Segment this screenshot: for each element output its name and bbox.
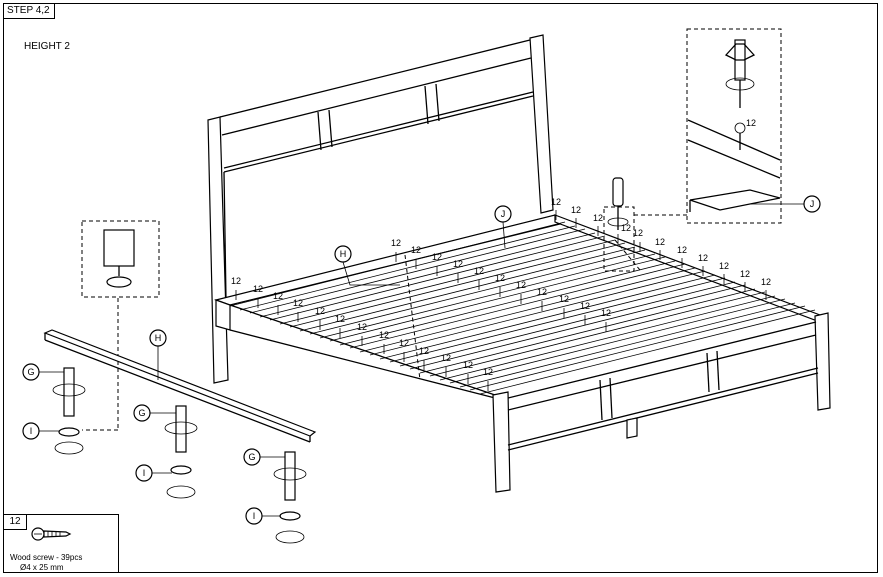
legend-dimensions: Ø4 x 25 mm [20,563,64,572]
svg-text:12: 12 [379,330,389,340]
svg-text:12: 12 [571,205,581,215]
svg-text:12: 12 [463,360,473,370]
callout-h-rail: H [149,329,167,380]
callout-i-2: I [135,464,172,482]
svg-text:12: 12 [559,294,569,304]
callout-i-3: I [245,507,281,525]
svg-text:12: 12 [315,306,325,316]
svg-text:H: H [155,333,162,343]
svg-text:12: 12 [441,353,451,363]
svg-text:12: 12 [483,367,493,377]
svg-text:G: G [248,452,255,462]
hardware-legend: 12 Wood screw - 39pcs Ø4 x 25 mm [3,514,119,573]
callout-g-3: G [243,448,285,466]
svg-text:12: 12 [740,269,750,279]
svg-text:12: 12 [719,261,729,271]
callout-g-1: G [22,363,64,381]
svg-text:12: 12 [357,322,367,332]
callout-j-bed: J [494,205,512,249]
svg-text:12: 12 [419,346,429,356]
svg-text:12: 12 [761,277,771,287]
svg-text:12: 12 [551,197,561,207]
svg-text:I: I [143,468,146,478]
svg-text:G: G [138,408,145,418]
slat-screws [235,210,767,391]
detail-marker-right [603,206,635,272]
svg-text:12: 12 [399,338,409,348]
svg-text:J: J [501,209,506,219]
svg-text:12: 12 [293,298,303,308]
svg-text:12: 12 [601,308,611,318]
svg-text:12: 12 [677,245,687,255]
svg-text:12: 12 [516,280,526,290]
svg-text:12: 12 [432,252,442,262]
height-label: HEIGHT 2 [24,41,70,52]
svg-text:12: 12 [495,273,505,283]
svg-text:I: I [253,511,256,521]
svg-text:J: J [810,199,815,209]
svg-text:12: 12 [253,284,263,294]
legend-id: 12 [4,515,27,530]
bed-frame [213,214,831,493]
callout-g-2: G [133,404,176,422]
slats [229,221,816,395]
svg-text:12: 12 [231,276,241,286]
callout-h-bed: H [334,245,400,286]
svg-text:12: 12 [580,301,590,311]
svg-text:12: 12 [698,253,708,263]
svg-text:12: 12 [273,291,283,301]
svg-text:12: 12 [655,237,665,247]
svg-text:G: G [27,367,34,377]
svg-text:12: 12 [746,118,756,128]
svg-text:12: 12 [593,213,603,223]
svg-text:H: H [340,249,347,259]
svg-text:12: 12 [633,228,643,238]
svg-text:12: 12 [537,287,547,297]
svg-text:12: 12 [335,314,345,324]
diagram-frame [3,3,878,573]
callout-j-inset: J [750,195,821,213]
screw-qty-labels: 12 12 12 12 12 12 12 12 12 12 12 12 12 1… [231,197,771,377]
legs [52,367,307,544]
foot-detail [81,220,160,431]
svg-text:12: 12 [453,259,463,269]
svg-text:12: 12 [621,223,631,233]
cross-rail [43,329,317,443]
svg-text:12: 12 [474,266,484,276]
svg-text:12: 12 [411,245,421,255]
callouts: H H J J G I G [22,195,821,525]
svg-text:12: 12 [391,238,401,248]
legend-description: Wood screw - 39pcs [10,553,83,562]
wood-screw-icon [31,527,72,541]
inset-detail: 12 [686,28,782,224]
svg-text:I: I [30,426,33,436]
screwdriver [607,177,629,230]
callout-i-1: I [22,422,60,440]
step-label: STEP 4,2 [3,3,55,19]
